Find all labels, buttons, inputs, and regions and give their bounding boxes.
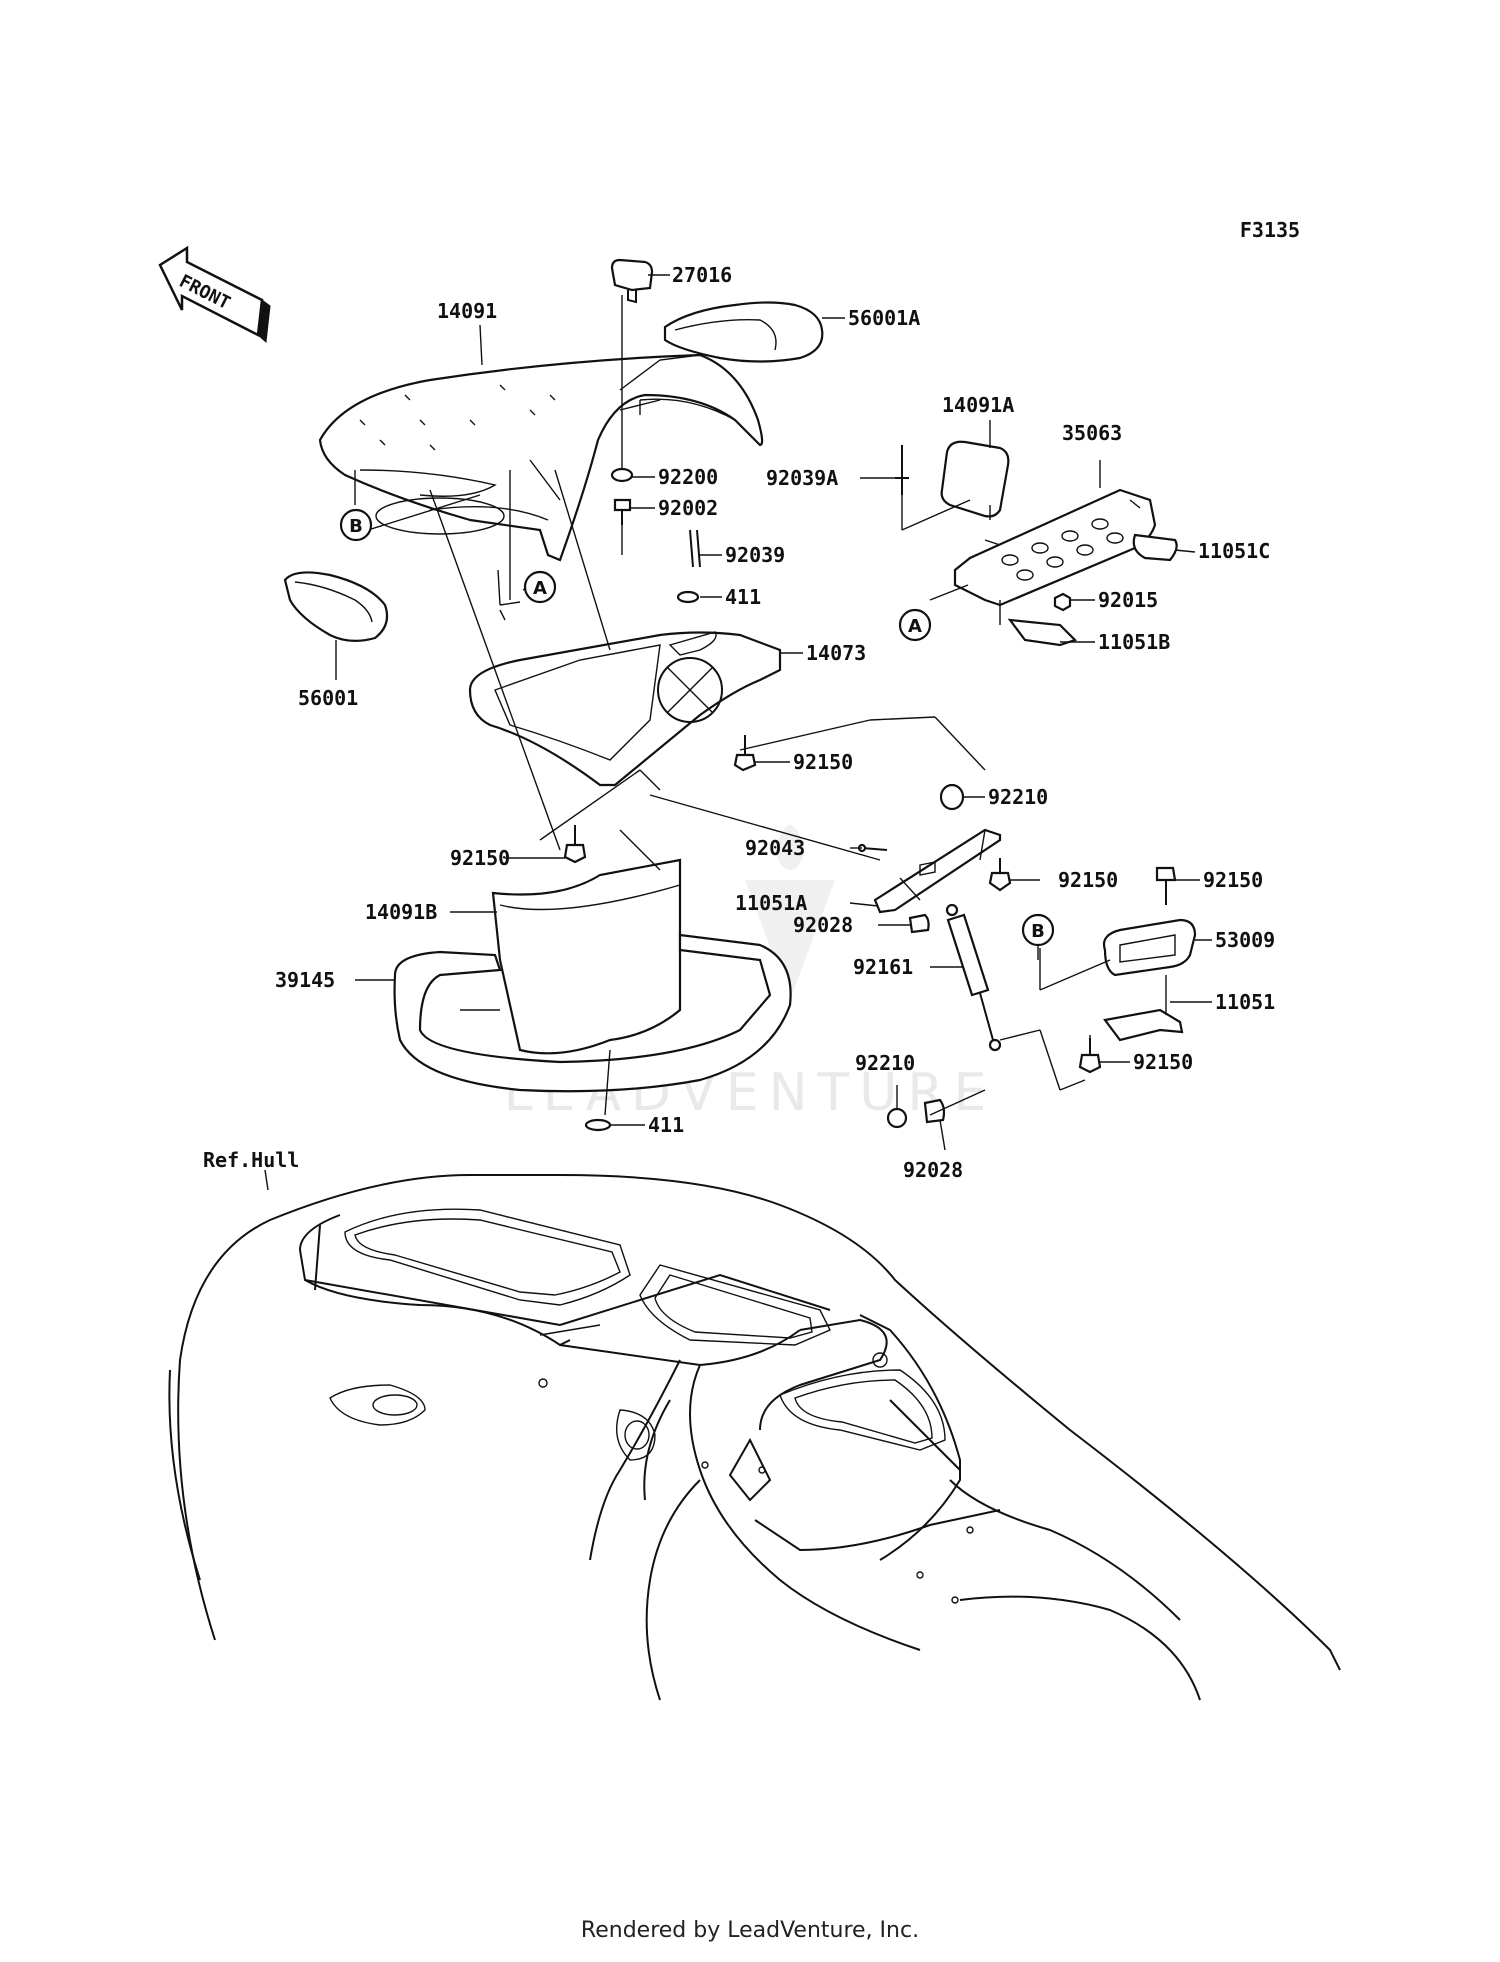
callout-A-1: A <box>523 570 557 604</box>
stud-92039 <box>689 529 701 568</box>
label-92039A: 92039A <box>766 466 838 490</box>
front-arrow: FRONT <box>158 245 271 344</box>
nut-92015 <box>1053 592 1072 612</box>
bushing-92028b <box>923 1098 946 1124</box>
label-92043: 92043 <box>745 836 805 860</box>
panel-14091B <box>491 858 682 1055</box>
label-92015: 92015 <box>1098 588 1158 612</box>
backrest-56001A <box>663 301 824 363</box>
label-92028b: 92028 <box>903 1158 963 1182</box>
callout-B-2: B <box>1021 913 1055 947</box>
label-11051: 11051 <box>1215 990 1275 1014</box>
svg-text:B: B <box>1031 921 1045 942</box>
washer-411b <box>584 1118 612 1132</box>
bolt-92150a <box>733 735 757 772</box>
cushion-27016 <box>610 258 654 304</box>
label-92150d: 92150 <box>450 846 510 870</box>
washer-92200 <box>610 467 634 483</box>
bolt-92039A <box>895 445 909 495</box>
latch-53009 <box>1102 918 1197 977</box>
label-39145: 39145 <box>275 968 335 992</box>
label-ref-hull: Ref.Hull <box>203 1148 299 1172</box>
bolt-92150b <box>563 825 587 864</box>
bracket-11051B <box>1007 618 1078 647</box>
seat-14091 <box>318 353 764 562</box>
bracket-11051C <box>1132 533 1178 562</box>
footer-credit: Rendered by LeadVenture, Inc. <box>580 1918 920 1943</box>
washer-411a <box>676 590 700 604</box>
callout-B-1: B <box>339 508 373 542</box>
label-14091A: 14091A <box>942 393 1014 417</box>
washer-92210a <box>939 783 965 811</box>
bin-14073 <box>468 631 782 787</box>
frame-39145 <box>393 933 792 1093</box>
label-14091: 14091 <box>437 299 497 323</box>
label-56001A: 56001A <box>848 306 920 330</box>
label-14091B: 14091B <box>365 900 437 924</box>
svg-text:B: B <box>349 516 363 537</box>
label-92161: 92161 <box>853 955 913 979</box>
label-92150c: 92150 <box>1203 868 1263 892</box>
label-92002: 92002 <box>658 496 718 520</box>
label-11051B: 11051B <box>1098 630 1170 654</box>
pad-14091A <box>940 440 1010 518</box>
label-92150a: 92150 <box>793 750 853 774</box>
bolt-92150e <box>1078 1038 1102 1074</box>
label-56001: 56001 <box>298 686 358 710</box>
label-14073: 14073 <box>806 641 866 665</box>
bolt-92002 <box>613 498 632 525</box>
figure-code: F3135 <box>1240 218 1300 242</box>
handle-56001 <box>283 571 389 642</box>
label-53009: 53009 <box>1215 928 1275 952</box>
label-92210a: 92210 <box>988 785 1048 809</box>
label-411b: 411 <box>648 1113 684 1137</box>
svg-text:A: A <box>533 578 547 599</box>
label-11051C: 11051C <box>1198 539 1270 563</box>
bracket-11051 <box>1103 1008 1184 1042</box>
label-92028a: 92028 <box>793 913 853 937</box>
label-92200: 92200 <box>658 465 718 489</box>
label-27016: 27016 <box>672 263 732 287</box>
svg-text:A: A <box>908 616 922 637</box>
hull-reference <box>168 1174 1341 1701</box>
label-92150e: 92150 <box>1133 1050 1193 1074</box>
pin-92043 <box>857 843 888 853</box>
label-411a: 411 <box>725 585 761 609</box>
bushing-92028a <box>908 913 930 934</box>
label-92210b: 92210 <box>855 1051 915 1075</box>
strut-92161 <box>945 903 1002 1052</box>
bolt-92150d <box>1155 866 1177 905</box>
bracket-11051A <box>873 828 1002 914</box>
part-labels: 27016 56001A 14091 14091A 35063 92200 92… <box>203 263 1275 1182</box>
label-92150b: 92150 <box>1058 868 1118 892</box>
leader-lines <box>264 274 1212 1191</box>
washer-92210b <box>886 1107 908 1129</box>
callout-A-2: A <box>898 608 932 642</box>
label-35063: 35063 <box>1062 421 1122 445</box>
label-11051A: 11051A <box>735 891 807 915</box>
bolt-92150c <box>988 858 1012 892</box>
label-92039: 92039 <box>725 543 785 567</box>
